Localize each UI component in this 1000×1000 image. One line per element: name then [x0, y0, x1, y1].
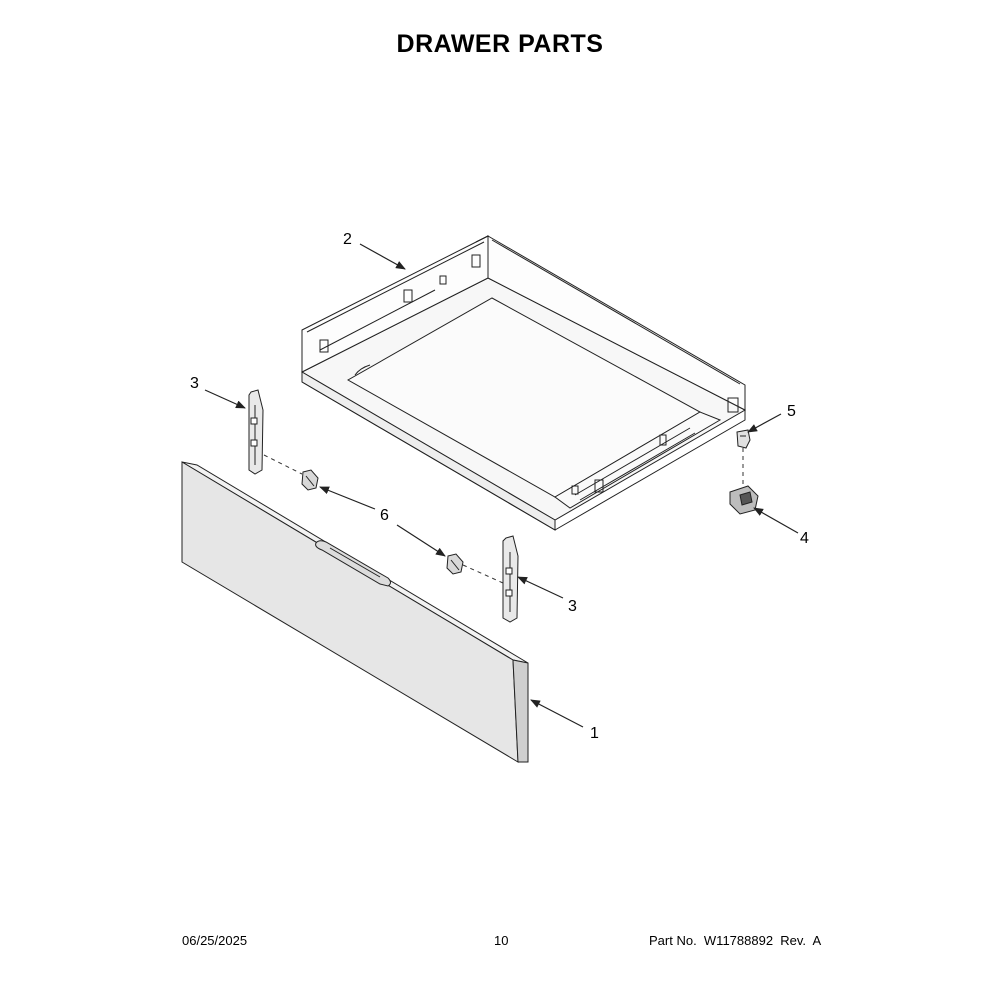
right-bracket — [502, 535, 519, 623]
left-bracket — [248, 389, 264, 475]
callout-4: 4 — [800, 530, 809, 547]
right-screw — [446, 553, 464, 575]
assembly-lines — [263, 448, 744, 584]
page-title: DRAWER PARTS — [396, 30, 604, 58]
footer-date: 06/25/2025 — [182, 933, 248, 948]
guide-screw — [736, 429, 751, 449]
callout-3-left: 3 — [190, 375, 199, 392]
callout-3-right: 3 — [568, 598, 577, 615]
footer-page-number: 10 — [494, 933, 509, 948]
left-screw — [301, 469, 319, 491]
footer-part-number: Part No. W11788892 Rev. A — [649, 933, 822, 948]
drawer-body — [300, 235, 747, 531]
callout-6: 6 — [380, 507, 389, 524]
callout-leaders — [204, 243, 799, 728]
drawer-front-panel — [181, 461, 529, 763]
drawer-guide — [729, 485, 759, 515]
callout-5: 5 — [787, 403, 796, 420]
callout-1: 1 — [590, 725, 599, 742]
callout-2: 2 — [343, 231, 352, 248]
